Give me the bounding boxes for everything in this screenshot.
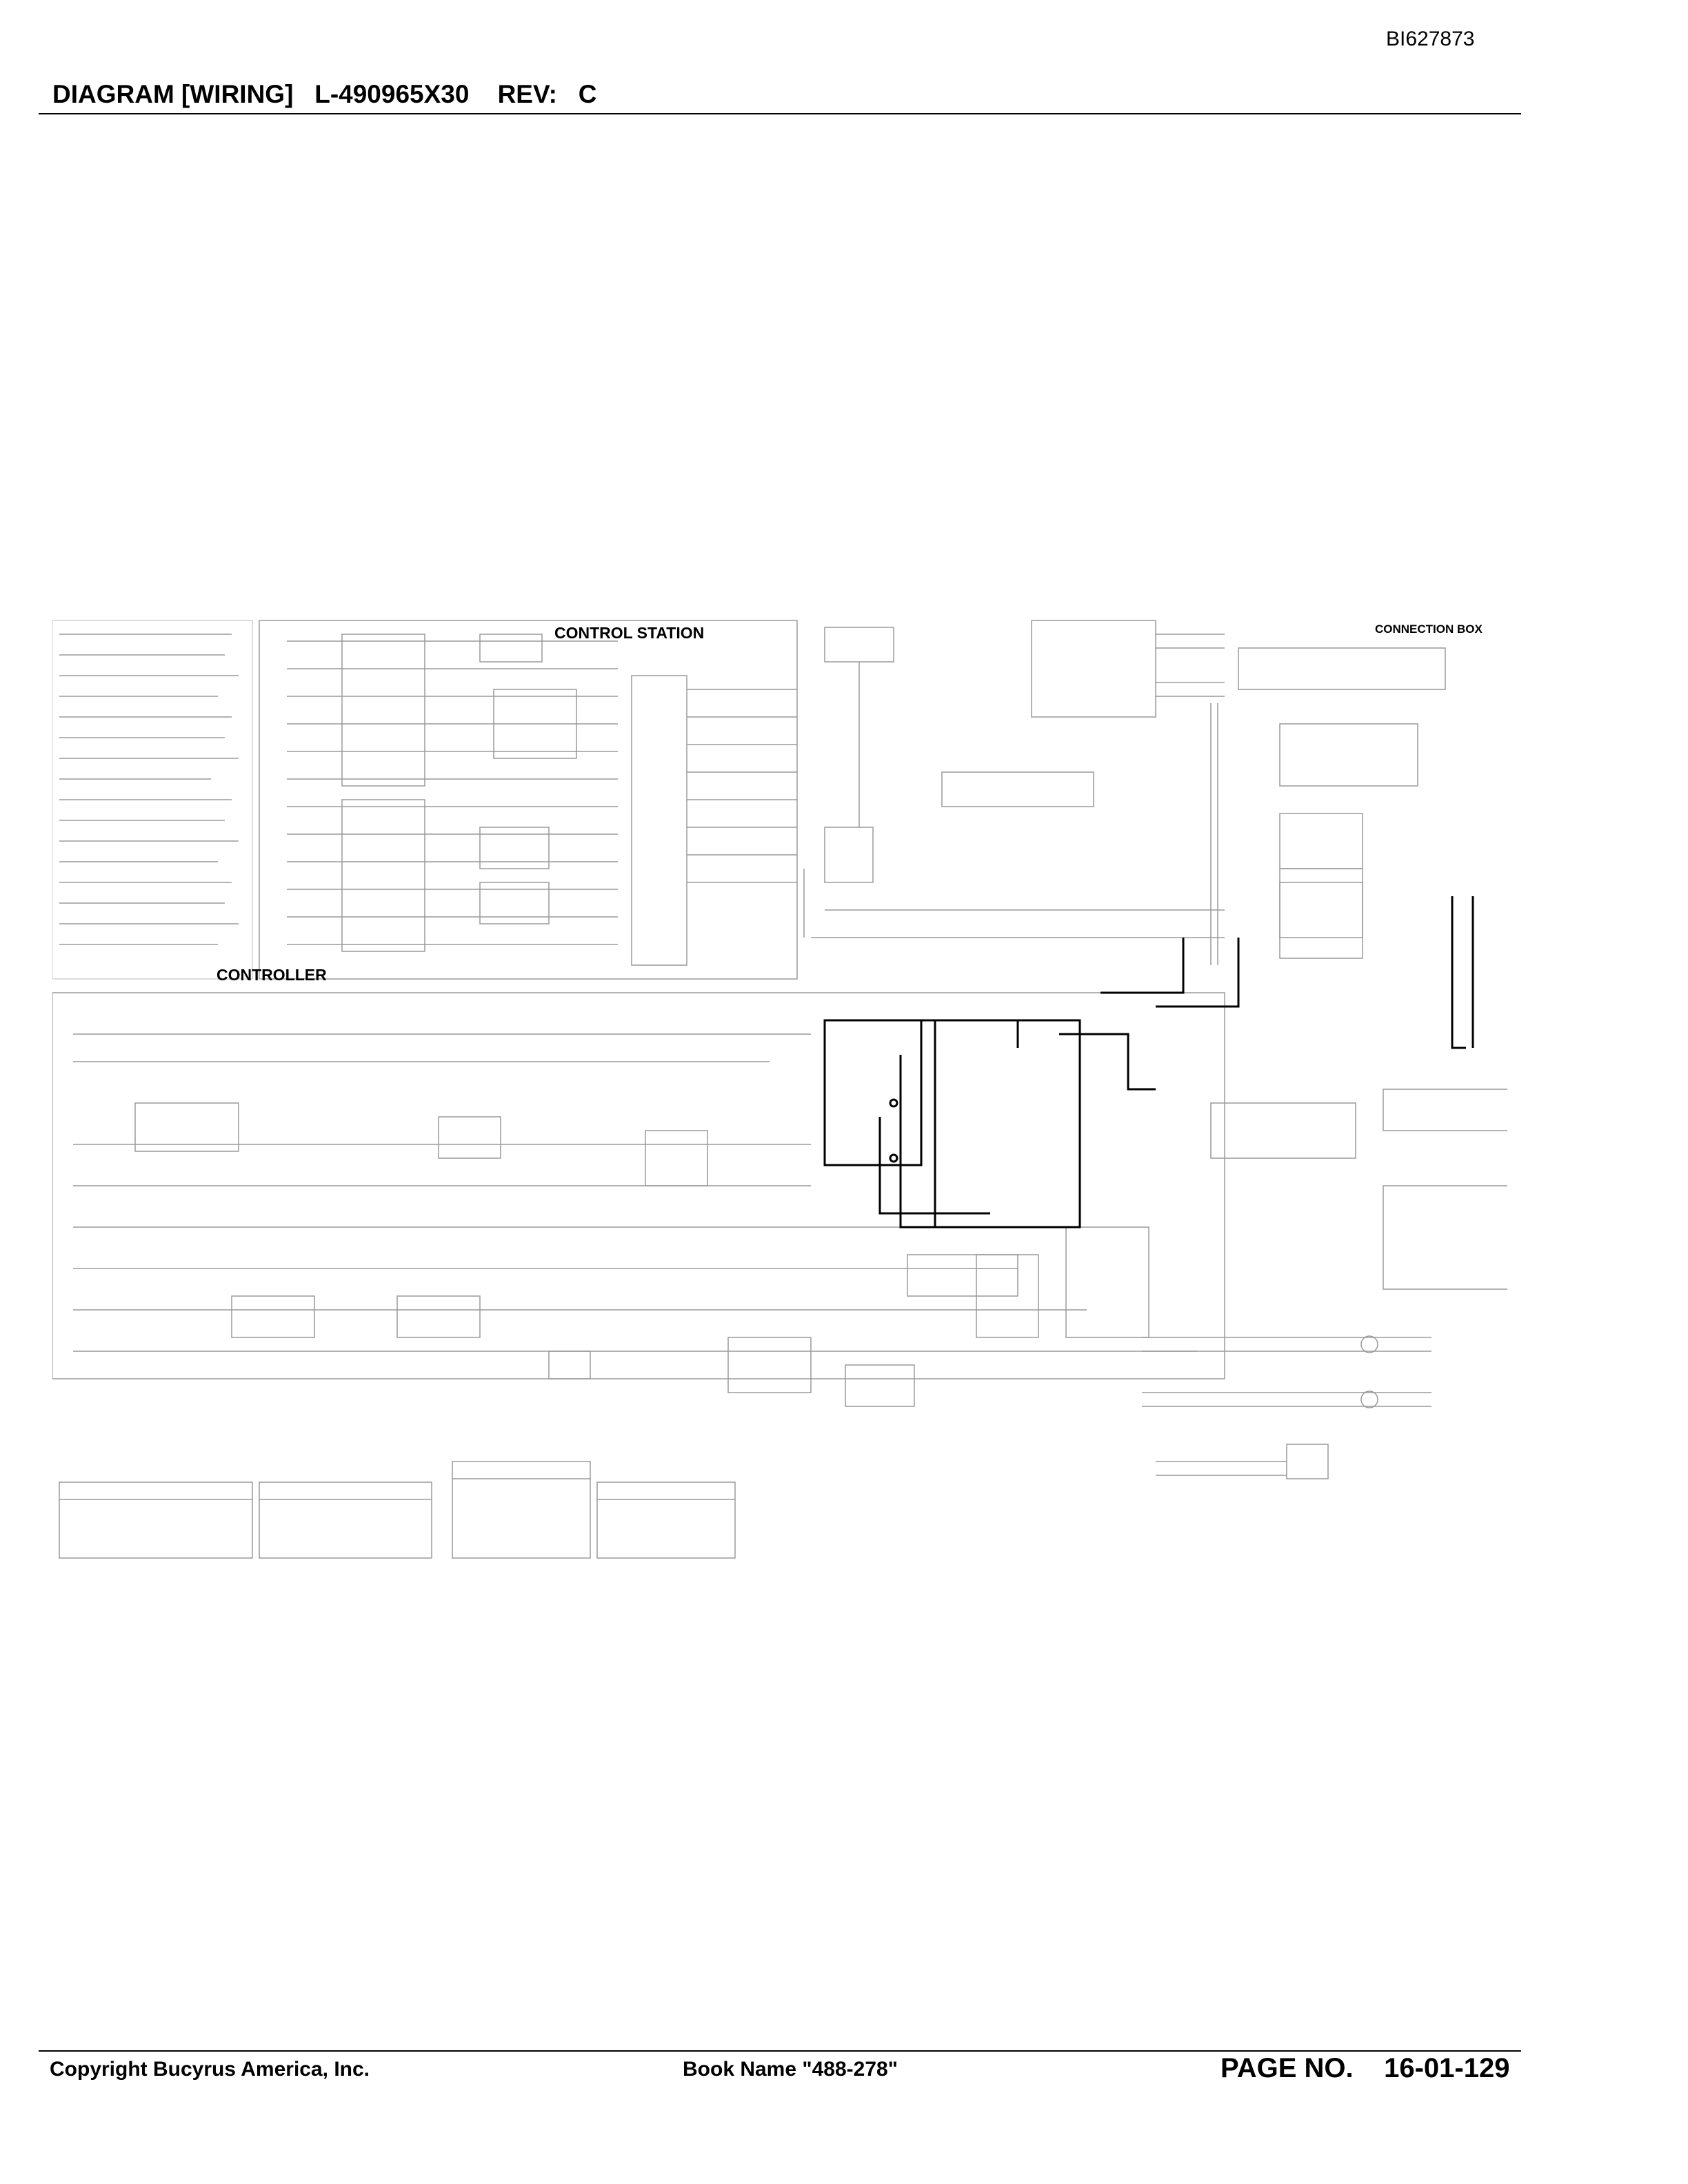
heavy-power-wiring [823, 896, 1474, 1228]
document-title: DIAGRAM [WIRING] L-490965X30 REV: C [52, 80, 597, 108]
document-id: BI627873 [1386, 28, 1475, 50]
page-number: PAGE NO. 16-01-129 [1220, 2053, 1510, 2083]
copyright-notice: Copyright Bucyrus America, Inc. [50, 2058, 370, 2081]
section-label-connection-box: CONNECTION BOX [1375, 623, 1483, 636]
header-rule [39, 113, 1521, 114]
faint-wiring-lines [52, 620, 1507, 1559]
book-name: Book Name "488-278" [683, 2058, 898, 2081]
section-label-control-station: CONTROL STATION [554, 624, 704, 642]
wiring-diagram: CONTROL STATION CONNECTION BOX CONTROLLE… [52, 620, 1507, 1559]
section-label-controller: CONTROLLER [217, 966, 327, 984]
footer-rule [39, 2050, 1521, 2052]
